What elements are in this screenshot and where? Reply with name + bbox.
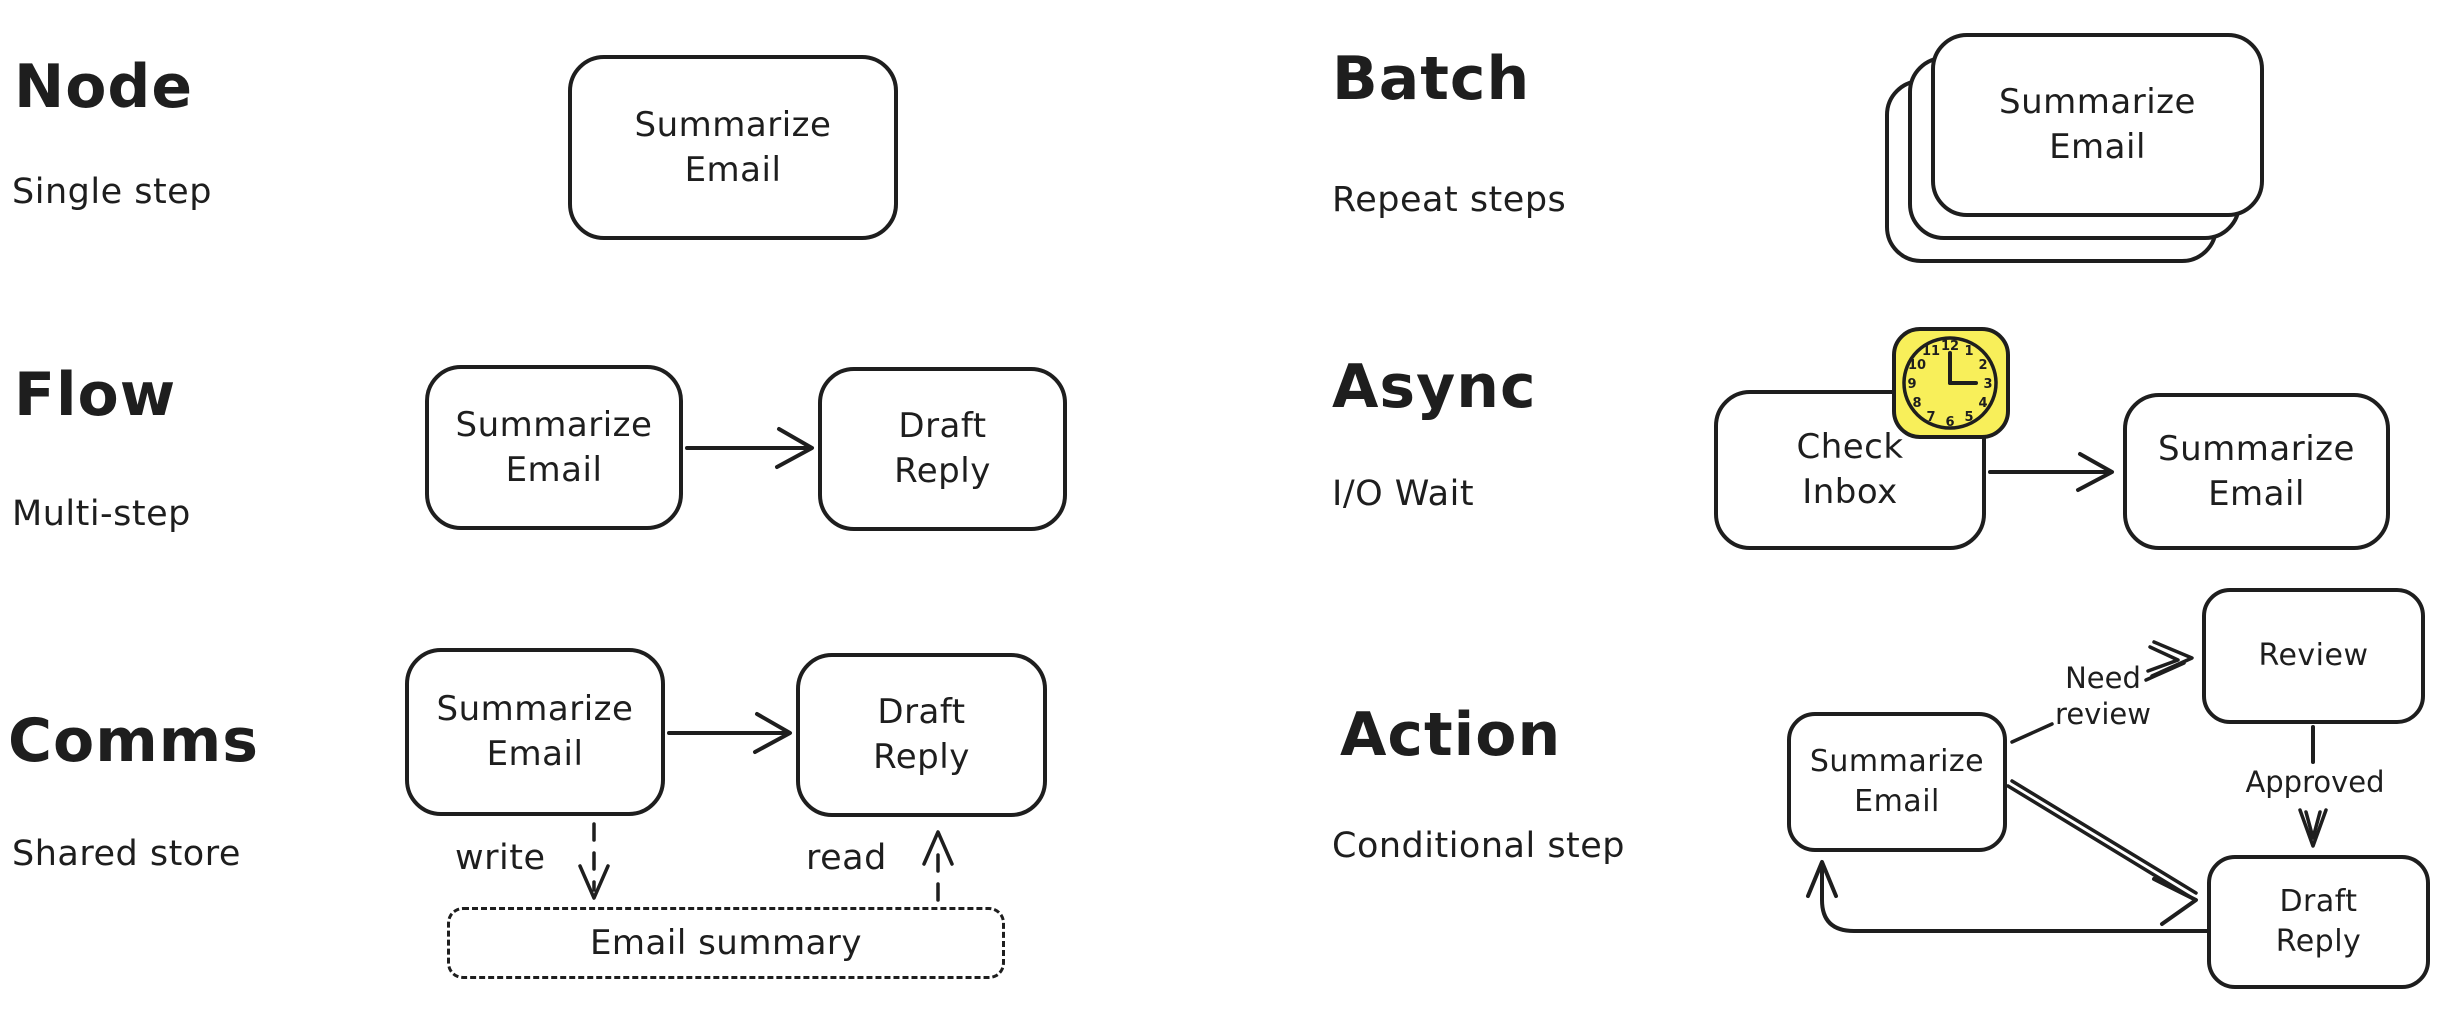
batch-subtitle: Repeat steps [1332, 180, 1567, 220]
comms-step1-label-line2: Email [486, 734, 584, 774]
approved-label: Approved [2245, 765, 2385, 799]
loop-arrow-head [1806, 860, 1838, 898]
need-review-arrow-head [2150, 640, 2194, 678]
action-review-label: Review [2258, 638, 2369, 674]
approved-arrow-head2 [2304, 810, 2322, 840]
need-review-leader [2010, 722, 2054, 744]
flow-arrow-head [775, 427, 814, 469]
shared-store-box: Email summary [447, 907, 1005, 979]
read-label: read [806, 838, 887, 878]
action-step1-label-line1: Summarize [1809, 744, 1985, 780]
default-arrow-head [2152, 877, 2198, 926]
need-review-label: Need review [2050, 660, 2156, 733]
comms-title: Comms [8, 706, 260, 776]
flow-step1-label-line2: Email [505, 449, 603, 490]
clock-number: 3 [1983, 377, 1992, 392]
action-step1-box: Summarize Email [1787, 712, 2007, 852]
clock-number: 5 [1964, 410, 1973, 425]
node-subtitle: Single step [12, 172, 212, 212]
clock-number: 7 [1926, 410, 1935, 425]
comms-subtitle: Shared store [12, 834, 241, 874]
node-title: Node [14, 52, 194, 122]
async-subtitle: I/O Wait [1332, 474, 1475, 514]
flow-step2-label-line1: Draft [898, 406, 987, 447]
default-arrow2 [2010, 779, 2198, 895]
shared-store-label: Email summary [589, 923, 863, 963]
flow-step1-label-line1: Summarize [455, 404, 653, 445]
clock-number: 4 [1978, 396, 1987, 411]
action-step3-label-line1: Draft [2279, 884, 2358, 920]
async-title: Async [1332, 352, 1537, 422]
async-arrow-head [2076, 452, 2114, 492]
batch-step-box: Summarize Email [1931, 33, 2264, 217]
action-step3-label-line2: Reply [2275, 924, 2362, 959]
batch-step-label-line1: Summarize [1999, 82, 2196, 123]
approved-arrow-head [2298, 808, 2328, 848]
action-review-box: Review [2202, 588, 2425, 724]
async-step2-label-line2: Email [2208, 473, 2305, 514]
node-step-box: Summarize Email [568, 55, 898, 240]
async-step2-box: Summarize Email [2123, 393, 2390, 550]
batch-stack: Summarize Email [1885, 33, 2265, 265]
clock-number: 10 [1908, 358, 1926, 373]
read-arrow-head [922, 830, 954, 866]
flow-title: Flow [14, 360, 177, 430]
comms-step1-label-line1: Summarize [436, 689, 634, 730]
write-arrow-head [578, 864, 610, 900]
flow-step2-label-line2: Reply [894, 451, 991, 491]
clock-number: 9 [1907, 377, 1916, 392]
action-step3-box: Draft Reply [2207, 855, 2430, 989]
comms-arrow-head [753, 712, 792, 754]
clock-number: 12 [1941, 339, 1959, 354]
comms-step2-label-line1: Draft [877, 692, 966, 733]
flow-step2-box: Draft Reply [818, 367, 1067, 531]
need-review-label-line1: Need [2065, 661, 2141, 695]
comms-step2-label-line2: Reply [873, 737, 970, 777]
flow-step1-box: Summarize Email [425, 365, 683, 530]
need-review-label-line2: review [2055, 697, 2151, 732]
async-step1-label-line1: Check [1796, 427, 1904, 468]
node-step-label-line2: Email [684, 149, 782, 190]
batch-title: Batch [1332, 44, 1531, 114]
write-label: write [455, 838, 546, 878]
loop-arrow [1820, 864, 2209, 933]
clock-number: 11 [1922, 344, 1940, 359]
action-subtitle: Conditional step [1332, 826, 1626, 866]
async-step2-label-line1: Summarize [2158, 428, 2355, 469]
batch-step-label-line2: Email [2049, 127, 2146, 167]
node-step-label-line1: Summarize [634, 104, 832, 145]
clock-number: 2 [1978, 358, 1987, 373]
default-arrow [2006, 784, 2194, 900]
clock-icon: 12 1 2 3 4 5 6 7 8 9 10 11 [1892, 327, 2010, 439]
comms-step2-box: Draft Reply [796, 653, 1047, 817]
clock-number: 1 [1964, 344, 1973, 359]
need-review-arrow-head2 [2146, 645, 2180, 673]
async-step1-label-line2: Inbox [1802, 472, 1898, 512]
action-step1-label-line2: Email [1854, 784, 1940, 819]
clock-number: 6 [1945, 415, 1954, 430]
action-title: Action [1340, 700, 1562, 770]
comms-step1-box: Summarize Email [405, 648, 665, 816]
clock-number: 8 [1912, 396, 1921, 411]
flow-subtitle: Multi-step [12, 494, 191, 534]
